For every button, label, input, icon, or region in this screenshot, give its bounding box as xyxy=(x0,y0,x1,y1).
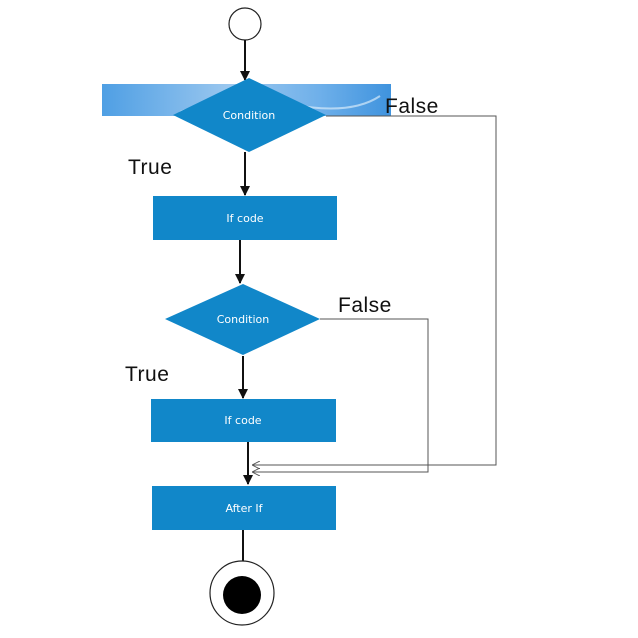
if-code-2-label: If code xyxy=(224,414,261,427)
if-code-1-box xyxy=(153,196,337,240)
if-code-1-label: If code xyxy=(226,212,263,225)
condition-2-label: Condition xyxy=(217,313,270,326)
edge-condition-1-false xyxy=(252,115,497,465)
edge-label-condition-1-true: True xyxy=(128,156,172,179)
edge-condition-2-false xyxy=(252,318,429,472)
edge-label-condition-1-false: False xyxy=(385,95,439,118)
after-if-box xyxy=(152,486,336,530)
condition-2-diamond xyxy=(165,284,320,355)
edge-label-condition-2-false: False xyxy=(338,294,392,317)
after-if-label: After If xyxy=(225,502,263,515)
end-node-core xyxy=(223,576,261,614)
condition-1-label: Condition xyxy=(223,109,276,122)
start-node xyxy=(228,7,262,41)
condition-1-diamond xyxy=(173,78,326,152)
if-code-2-box xyxy=(151,399,336,442)
edge-label-condition-2-true: True xyxy=(125,363,169,386)
